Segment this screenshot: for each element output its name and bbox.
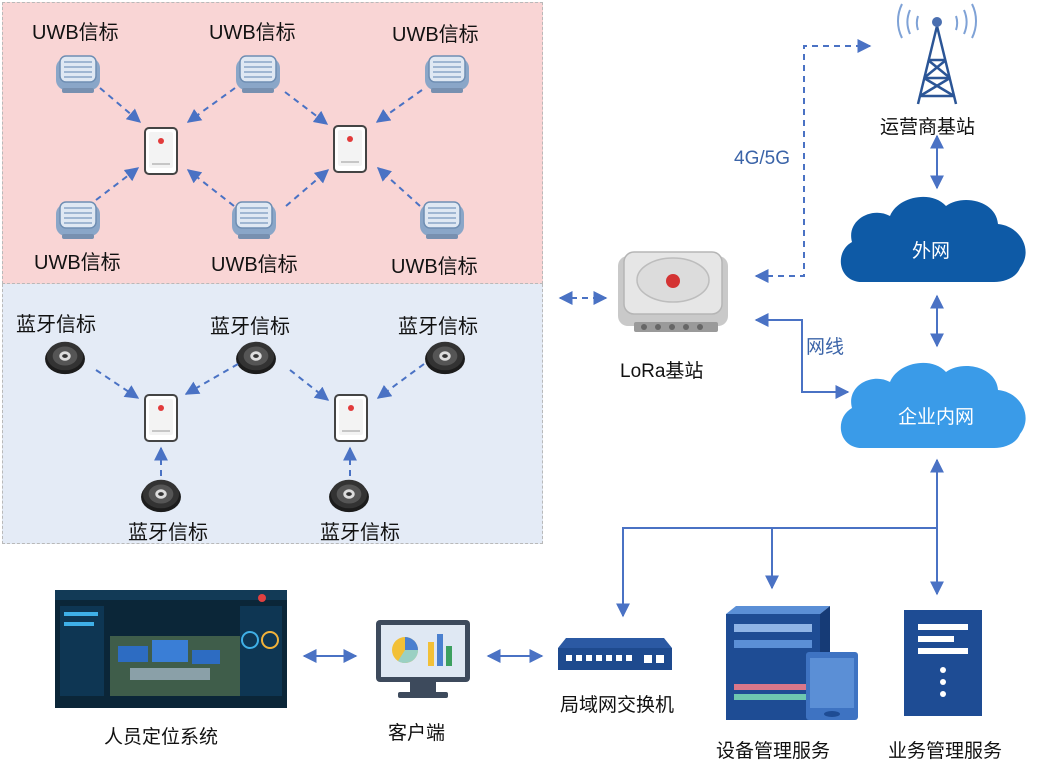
uwb-beacon-icon: [231, 201, 277, 240]
uwb-beacon-label: UWB信标: [211, 254, 298, 276]
wan-cloud-icon: [840, 196, 1026, 282]
positioning-system-screen: [55, 590, 287, 708]
bluetooth-beacon-icon: [425, 341, 465, 375]
bluetooth-arrows: [95, 363, 425, 476]
uwb-tag-icon: [333, 125, 367, 173]
client-label: 客户端: [388, 723, 446, 744]
client-monitor-icon: [376, 620, 470, 698]
lora-base-station-label: LoRa基站: [620, 361, 704, 382]
lan-cloud-label: 企业内网: [898, 407, 975, 428]
tower-top-dot: [932, 17, 942, 27]
switch-label: 局域网交换机: [560, 695, 675, 716]
uwb-arrows: [95, 87, 423, 207]
device-management-label: 设备管理服务: [716, 741, 831, 762]
bluetooth-beacon-icon: [45, 341, 85, 375]
network-switch-icon: [558, 638, 672, 670]
wired-link: [754, 313, 850, 399]
bluetooth-beacon-icon: [329, 479, 369, 513]
bluetooth-beacon-label: 蓝牙信标: [16, 314, 96, 336]
business-management-label: 业务管理服务: [888, 741, 1003, 762]
positioning-system-label: 人员定位系统: [104, 727, 219, 748]
uwb-beacon-icon: [55, 201, 101, 240]
lan-cloud-icon: [840, 362, 1026, 448]
bluetooth-beacon-icon: [236, 341, 276, 375]
uwb-beacon-label: UWB信标: [209, 22, 296, 44]
uwb-beacon-label: UWB信标: [392, 24, 479, 46]
uwb-beacon-label: UWB信标: [391, 256, 478, 278]
4g-5g-link-label: 4G/5G: [734, 148, 790, 169]
bluetooth-beacon-label: 蓝牙信标: [398, 316, 478, 338]
bluetooth-tag-icon: [334, 394, 368, 442]
wan-cloud-label: 外网: [912, 241, 951, 262]
carrier-base-station-label: 运营商基站: [880, 117, 976, 138]
business-management-server-icon: [904, 610, 982, 716]
bluetooth-beacon-label: 蓝牙信标: [128, 522, 208, 544]
lan-to-switch: [616, 527, 937, 618]
bluetooth-zone: [2, 284, 543, 544]
uwb-tag-icon: [144, 127, 178, 175]
uwb-beacon-icon: [235, 55, 281, 94]
uwb-beacon-label: UWB信标: [34, 252, 121, 274]
lora-base-station-icon: [618, 251, 728, 332]
uwb-beacon-icon: [55, 55, 101, 94]
bluetooth-tag-icon: [144, 394, 178, 442]
uwb-beacon-icon: [419, 201, 465, 240]
bluetooth-beacon-label: 蓝牙信标: [210, 316, 290, 338]
device-management-server-icon: [726, 606, 858, 720]
uwb-beacon-label: UWB信标: [32, 22, 119, 44]
bluetooth-beacon-icon: [141, 479, 181, 513]
uwb-beacon-icon: [424, 55, 470, 94]
bluetooth-beacon-label: 蓝牙信标: [320, 522, 400, 544]
wired-link-label: 网线: [806, 337, 845, 358]
4g-5g-link: [754, 39, 872, 283]
